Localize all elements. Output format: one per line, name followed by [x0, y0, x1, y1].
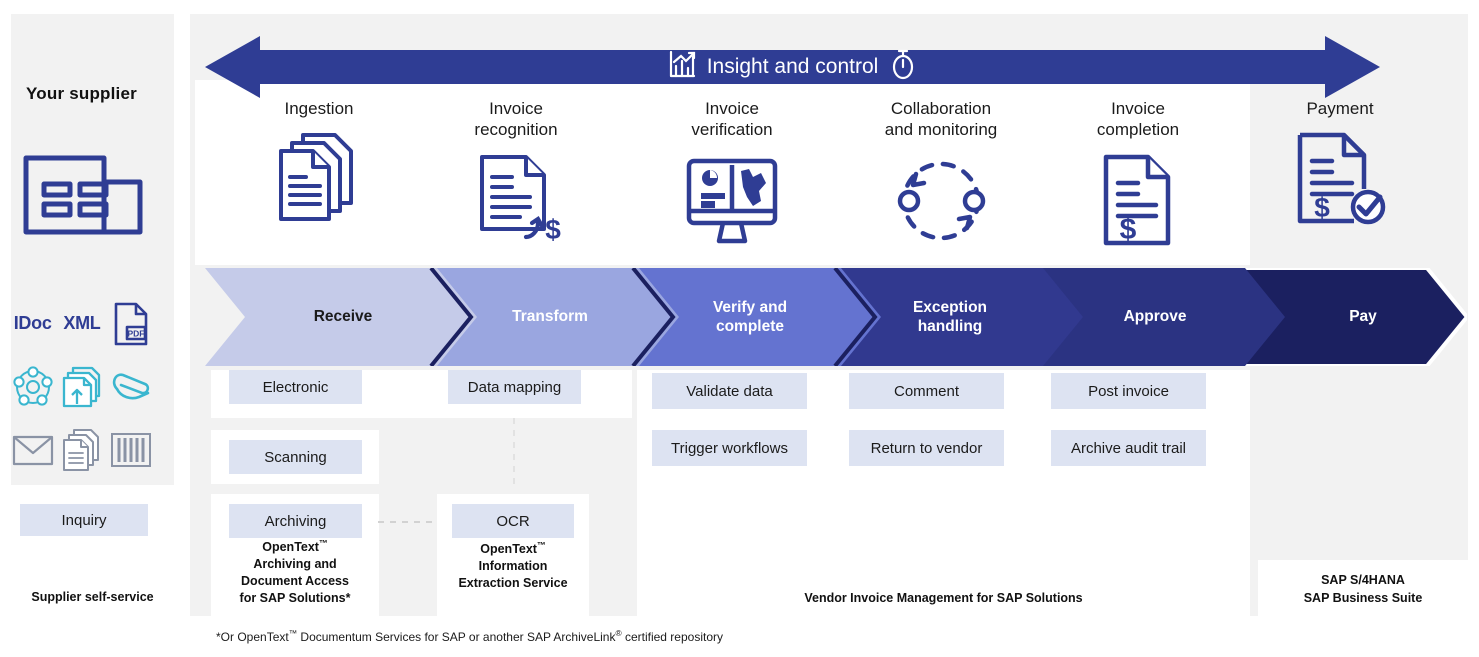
step-ingestion: Ingestion — [224, 98, 414, 234]
dashed-circle-cycle-icon — [846, 151, 1036, 256]
supplier-self-service-label: Supplier self-service — [31, 590, 154, 604]
capability-chip-comment[interactable]: Comment — [849, 373, 1004, 409]
capability-card-sap — [1258, 560, 1468, 616]
xml-text: XML — [63, 313, 101, 333]
capability-chip-ocr[interactable]: OCR — [452, 504, 574, 538]
step-title-ingestion: Ingestion — [284, 99, 354, 118]
process-chevron-band — [205, 266, 1470, 368]
insight-and-control-arrow — [205, 36, 1380, 98]
invoice-dollar-icon: $ — [1043, 151, 1233, 256]
svg-text:$: $ — [1314, 192, 1330, 223]
capability-card-vim — [637, 370, 1250, 616]
invoice-dollar-check-icon: $ — [1245, 129, 1435, 234]
dotted-connector-horizontal — [378, 521, 438, 523]
capability-chip-archiving[interactable]: Archiving — [229, 504, 362, 538]
footnote-text: *Or OpenText™ Documentum Services for SA… — [216, 628, 723, 644]
envelope-mail-icon — [8, 433, 57, 467]
dotted-connector-vertical — [513, 418, 515, 490]
paperclip-icon — [107, 367, 156, 407]
inquiry-chip[interactable]: Inquiry — [20, 504, 148, 536]
capability-chip-post-invoice[interactable]: Post invoice — [1051, 373, 1206, 409]
network-hub-icon — [8, 365, 57, 409]
svg-text:$: $ — [1120, 213, 1137, 246]
document-dollar-arrow-icon: $ — [421, 151, 611, 256]
step-payment: Payment $ — [1245, 98, 1435, 234]
capability-chip-electronic[interactable]: Electronic — [229, 370, 362, 404]
capability-chip-trigger-workflows[interactable]: Trigger workflows — [652, 430, 807, 466]
barcode-icon — [107, 430, 156, 470]
stacked-documents-icon — [224, 129, 414, 234]
supplier-channel-grid: IDoc XML PDF — [8, 292, 156, 482]
capability-chip-data-mapping[interactable]: Data mapping — [448, 370, 581, 404]
capability-chip-validate-data[interactable]: Validate data — [652, 373, 807, 409]
supplier-self-service-card: Inquiry Supplier self-service — [11, 485, 174, 630]
svg-text:PDF: PDF — [128, 328, 145, 338]
idoc-label: IDoc — [8, 313, 57, 334]
xml-label: XML — [57, 313, 106, 334]
document-upload-icon — [57, 364, 106, 410]
svg-text:$: $ — [545, 214, 561, 245]
supplier-title: Your supplier — [26, 84, 137, 103]
paper-documents-icon — [57, 427, 106, 473]
capability-chip-return-to-vendor[interactable]: Return to vendor — [849, 430, 1004, 466]
pdf-file-icon: PDF — [107, 301, 156, 347]
factory-building-icon — [16, 140, 148, 245]
idoc-text: IDoc — [13, 313, 52, 333]
step-title-payment: Payment — [1306, 99, 1374, 118]
capability-chip-archive-audit-trail[interactable]: Archive audit trail — [1051, 430, 1206, 466]
dashboard-monitor-icon — [637, 151, 827, 256]
product-label-vim: Vendor Invoice Management for SAP Soluti… — [804, 591, 1083, 605]
capability-chip-scanning[interactable]: Scanning — [229, 440, 362, 474]
